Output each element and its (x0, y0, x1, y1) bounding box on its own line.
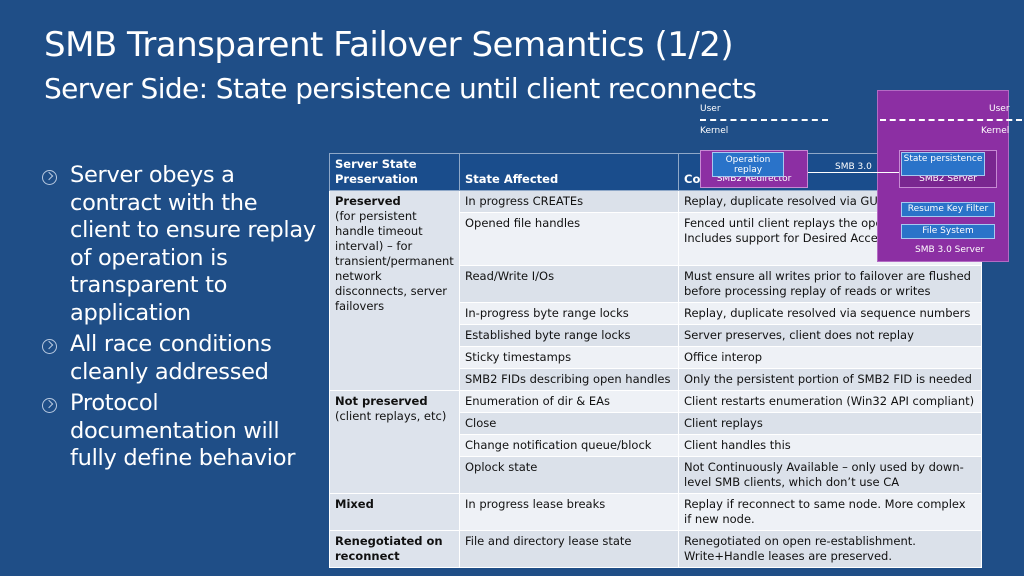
user-label-right: User (989, 104, 1010, 114)
user-kernel-boundary-left (700, 119, 828, 121)
smb-architecture-diagram: User User Kernel Kernel SMB2 Redirector … (690, 88, 1024, 288)
group-desc: (client replays, etc) (335, 409, 447, 423)
table-row: Established byte range locks Server pres… (330, 324, 982, 347)
state-cell: Change notification queue/block (459, 434, 679, 457)
state-cell: Close (459, 412, 679, 435)
comment-cell: Only the persistent portion of SMB2 FID … (678, 368, 982, 391)
slide-subtitle: Server Side: State persistence until cli… (44, 72, 757, 105)
kernel-label-left: Kernel (700, 126, 729, 136)
comment-cell: Must ensure all writes prior to failover… (678, 265, 982, 303)
state-cell: In progress lease breaks (459, 493, 679, 531)
group-desc: (for persistent handle timeout interval)… (335, 209, 454, 313)
state-cell: Opened file handles (459, 212, 679, 266)
bullet-item: Server obeys a contract with the client … (42, 162, 322, 327)
state-persistence-label: State persistence (903, 154, 983, 164)
comment-cell: Office interop (678, 346, 982, 369)
chevron-circle-icon (42, 170, 57, 185)
table-row: In-progress byte range locks Replay, dup… (330, 302, 982, 325)
kernel-label-right: Kernel (981, 126, 1010, 136)
group-not-preserved: Not preserved (client replays, etc) (329, 390, 460, 494)
comment-cell: Server preserves, client does not replay (678, 324, 982, 347)
state-cell: In progress CREATEs (459, 190, 679, 213)
table-row: Change notification queue/block Client h… (330, 434, 982, 457)
bullet-text: Protocol documentation will fully define… (70, 390, 296, 471)
state-cell: Oplock state (459, 456, 679, 494)
header-preservation: Server State Preservation (329, 153, 460, 191)
comment-cell: Not Continuously Available – only used b… (678, 456, 982, 494)
chevron-circle-icon (42, 339, 57, 354)
comment-cell: Replay, duplicate resolved via sequence … (678, 302, 982, 325)
operation-replay-box: Operation replay (712, 152, 784, 177)
resume-key-filter-box: Resume Key Filter (901, 202, 995, 217)
table-row: Mixed In progress lease breaks Replay if… (329, 493, 982, 531)
header-state-affected: State Affected (459, 153, 679, 191)
state-cell: File and directory lease state (459, 530, 679, 568)
table-row: SMB2 FIDs describing open handles Only t… (330, 368, 982, 391)
state-cell: Established byte range locks (459, 324, 679, 347)
comment-cell: Replay if reconnect to same node. More c… (678, 493, 982, 531)
bullet-text: All race conditions cleanly addressed (70, 331, 272, 385)
comment-cell: Client handles this (678, 434, 982, 457)
group-title: Renegotiated on reconnect (335, 534, 443, 563)
operation-replay-label: Operation replay (725, 155, 771, 175)
state-persistence-box: State persistence (901, 152, 985, 176)
slide-title: SMB Transparent Failover Semantics (1/2) (44, 25, 734, 65)
file-system-label: File System (922, 226, 974, 236)
smb-connection-line (808, 172, 902, 173)
bullet-item: All race conditions cleanly addressed (42, 331, 322, 386)
user-label-left: User (700, 104, 721, 114)
state-cell: Sticky timestamps (459, 346, 679, 369)
smb30-link-label: SMB 3.0 (835, 162, 872, 172)
group-mixed: Mixed (329, 493, 460, 531)
state-cell: Read/Write I/Os (459, 265, 679, 303)
group-renegotiated: Renegotiated on reconnect (329, 530, 460, 568)
resume-key-filter-label: Resume Key Filter (907, 204, 989, 214)
group-title: Preserved (335, 194, 401, 208)
comment-cell: Renegotiated on open re-establishment. W… (678, 530, 982, 568)
user-kernel-boundary-right (880, 119, 1022, 121)
server-label: SMB2 Server (919, 174, 977, 184)
state-cell: Enumeration of dir & EAs (459, 390, 679, 413)
state-cell: SMB2 FIDs describing open handles (459, 368, 679, 391)
file-system-box: File System (901, 224, 995, 239)
smb30-server-label: SMB 3.0 Server (915, 245, 985, 255)
bullet-list: Server obeys a contract with the client … (42, 162, 322, 477)
chevron-circle-icon (42, 398, 57, 413)
table-row: Renegotiated on reconnect File and direc… (329, 530, 982, 568)
group-preserved: Preserved (for persistent handle timeout… (329, 190, 460, 391)
bullet-text: Server obeys a contract with the client … (70, 162, 316, 326)
table-row: Not preserved (client replays, etc) Enum… (329, 390, 982, 494)
bullet-item: Protocol documentation will fully define… (42, 390, 322, 473)
redirector-label: SMB2 Redirector (716, 174, 792, 184)
table-row: Read/Write I/Os Must ensure all writes p… (330, 265, 982, 303)
comment-cell: Client restarts enumeration (Win32 API c… (678, 390, 982, 413)
group-title: Mixed (335, 497, 374, 511)
comment-cell: Client replays (678, 412, 982, 435)
group-title: Not preserved (335, 394, 428, 408)
state-cell: In-progress byte range locks (459, 302, 679, 325)
